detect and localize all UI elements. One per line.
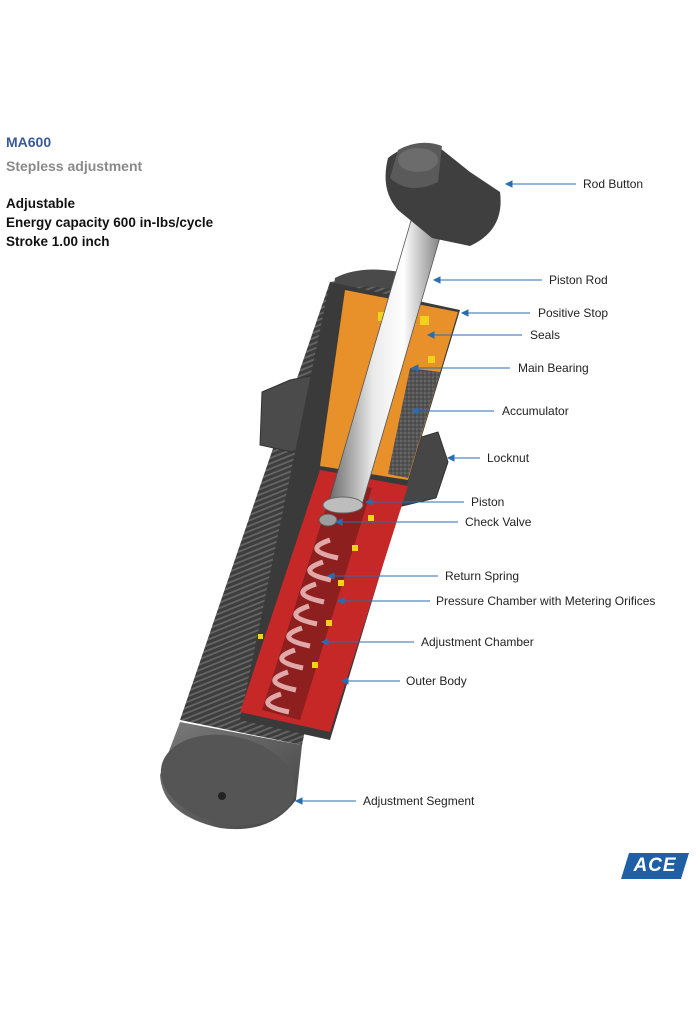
label-piston: Piston [471, 495, 505, 509]
spec-item: Energy capacity 600 in-lbs/cycle [6, 215, 214, 230]
check-valve-shape [318, 513, 338, 527]
model-subtitle: Stepless adjustment [6, 158, 143, 174]
label-seals: Seals [530, 328, 561, 342]
spec-item: Adjustable [6, 196, 76, 211]
label-outer-body: Outer Body [406, 674, 467, 688]
label-locknut: Locknut [487, 451, 530, 465]
label-adjustment-segment: Adjustment Segment [363, 794, 475, 808]
label-main-bearing: Main Bearing [518, 361, 589, 375]
adjustment-segment [160, 722, 302, 830]
piston-shape [322, 496, 364, 514]
label-check-valve: Check Valve [465, 515, 532, 529]
model-title: MA600 [6, 134, 52, 150]
ace-logo [621, 853, 689, 879]
spec-item: Stroke 1.00 inch [6, 234, 110, 249]
label-return-spring: Return Spring [445, 569, 520, 583]
return-spring [265, 537, 339, 715]
label-piston-rod: Piston Rod [549, 273, 608, 287]
label-adjustment-chamber: Adjustment Chamber [421, 635, 534, 649]
label-pressure-chamber: Pressure Chamber with Metering Orifices [436, 594, 656, 608]
rod-button [385, 142, 501, 246]
spec-list: Adjustable Energy capacity 600 in-lbs/cy… [6, 194, 213, 251]
label-accumulator: Accumulator [502, 404, 569, 418]
ace-logo-text: ACE [633, 855, 677, 876]
label-rod-button: Rod Button [583, 177, 644, 191]
label-positive-stop: Positive Stop [538, 306, 609, 320]
